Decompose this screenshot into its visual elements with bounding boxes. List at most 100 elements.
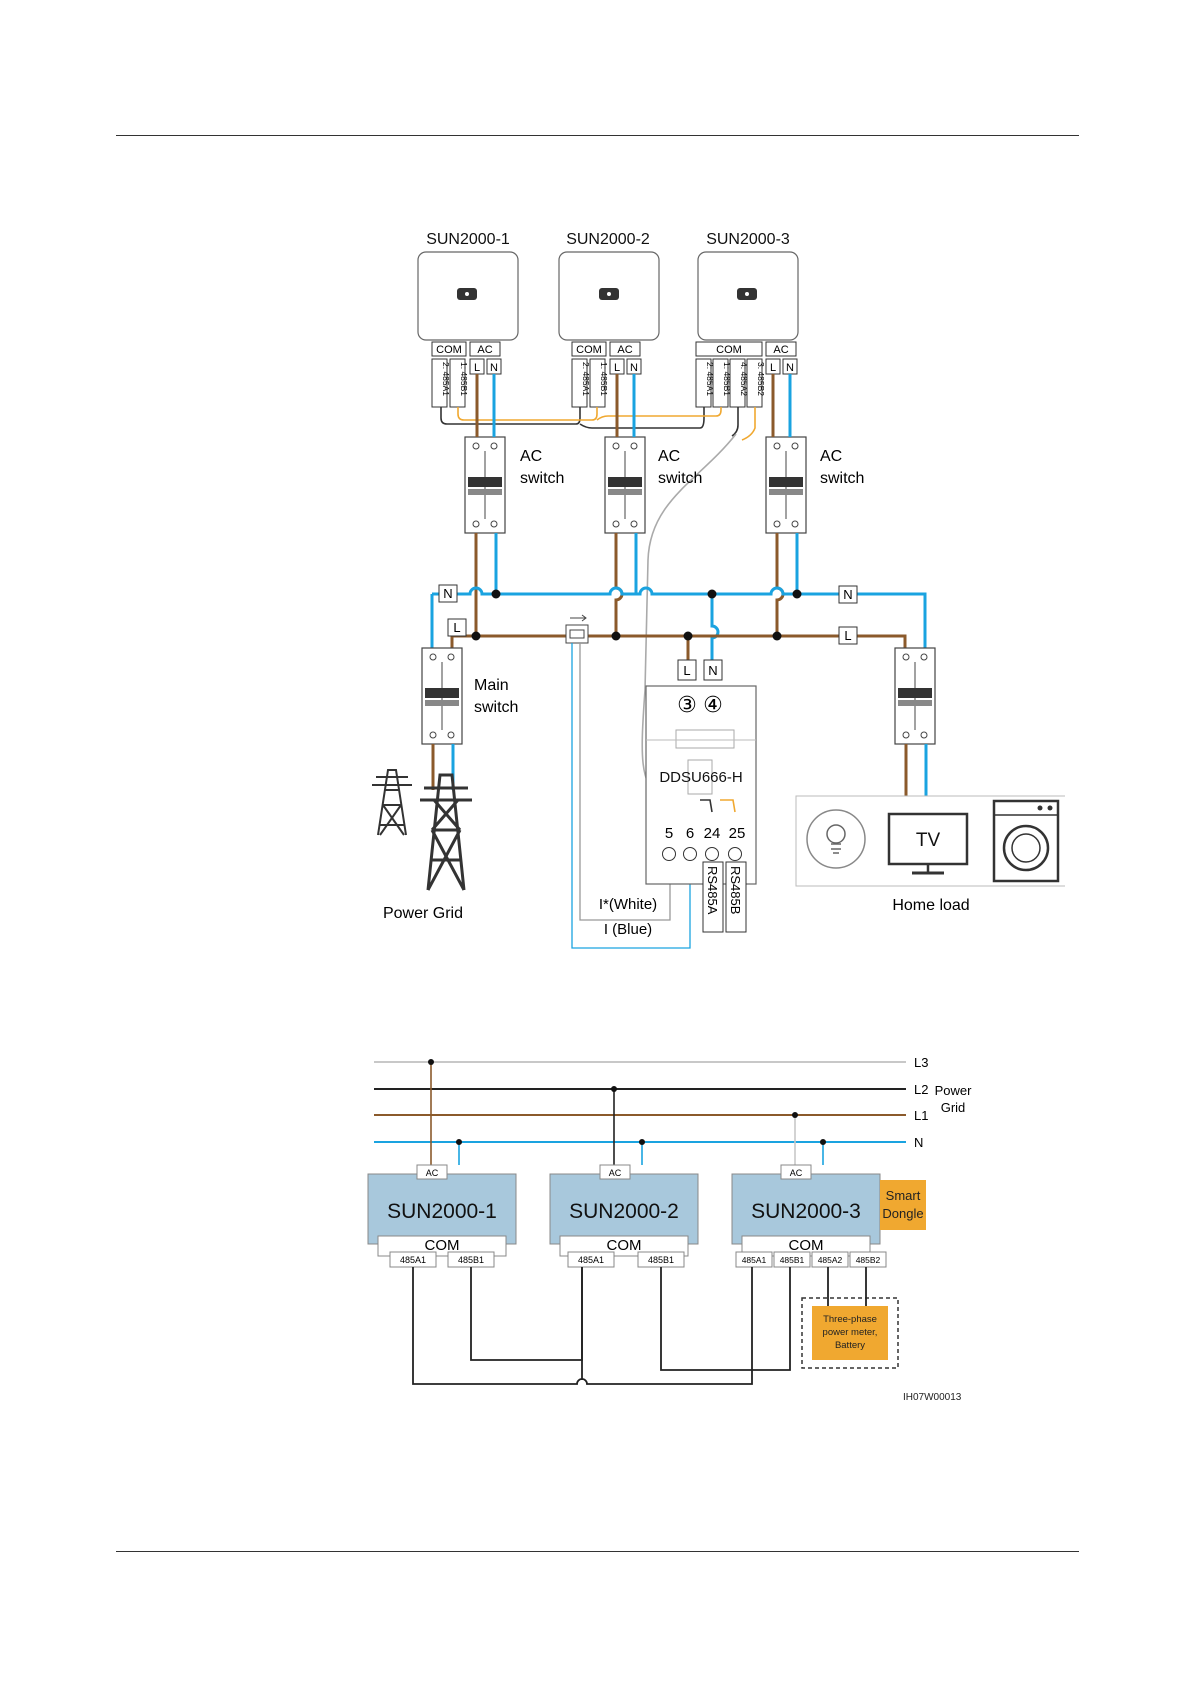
inverter-1-pin-485b1: 1: 485B1 [459, 362, 469, 396]
drop-junctions [428, 1059, 826, 1145]
footer-rule [116, 1551, 1079, 1552]
inverter-3-ac-label: AC [773, 344, 788, 356]
ct-wires [571, 643, 691, 949]
inverter-2-ac-label: AC [617, 344, 632, 356]
tv-label: TV [916, 830, 941, 851]
inverter-3-pin-n: N [786, 362, 794, 374]
ac-switch-2: AC switch [604, 436, 702, 534]
grid-lines [374, 1061, 906, 1143]
cascade-inverter-1-ac: AC [426, 1168, 439, 1178]
inverter-3-pin-485b1: 1: 485B1 [722, 362, 732, 396]
home-load-switch [894, 647, 936, 745]
ac-switch-2-label-line2: switch [658, 470, 702, 487]
home-load-label: Home load [892, 897, 969, 914]
home-load-panel: TV [795, 795, 1065, 887]
meter-terminal-24: 24 [704, 825, 721, 842]
inverter-ac-wires [475, 374, 792, 437]
figure-id-label: IH07W00013 [903, 1392, 962, 1403]
cascade-inverter-3-port-485a2: 485A2 [818, 1255, 843, 1265]
cascade-inverter-3-name: SUN2000-3 [751, 1200, 861, 1223]
inverter-2-com-label: COM [576, 344, 602, 356]
power-grid-icon [372, 769, 472, 891]
meter-battery-label-line1: Three-phase [823, 1314, 877, 1325]
meter-ddsu666-h: L N ③ ④ DDSU666-H 5 6 24 25 [645, 659, 757, 885]
cascade-inverter-3-com: COM [789, 1237, 824, 1254]
ac-switch-2-label-line1: AC [658, 448, 680, 465]
bus-junctions [471, 589, 802, 641]
ac-switch-3: AC switch [765, 436, 864, 534]
wiring-diagram-single-meter: SUN2000-1 SUN2000-2 SUN2000-3 COM AC 2: … [372, 231, 1065, 949]
cascade-inverter-1: AC SUN2000-1 COM 485A1 485B1 [367, 1164, 517, 1268]
ac-switch-3-label-line2: switch [820, 470, 864, 487]
inverter-3-terminals: COM AC 2: 485A1 1: 485B1 4: 485A2 3: 485… [695, 341, 798, 408]
meter-rs485b-tag: RS485B [728, 866, 743, 914]
ac-switch-1-label-line2: switch [520, 470, 564, 487]
inverter-1-pin-n: N [490, 362, 498, 374]
inverter-1-com-label: COM [436, 344, 462, 356]
current-transformer [565, 614, 589, 644]
smart-dongle-label-line1: Smart [886, 1188, 921, 1203]
inverter-1-ac-label: AC [477, 344, 492, 356]
bus-labels: N L N L [438, 584, 858, 645]
meter-rs485a-tag: RS485A [705, 866, 720, 915]
line-label-n: N [914, 1135, 923, 1150]
washing-machine-icon [992, 799, 1060, 883]
ac-drop-wires [430, 1062, 824, 1165]
smart-dongle-label-line2: Dongle [882, 1206, 923, 1221]
inverter-3-pin-485b2: 3: 485B2 [756, 362, 766, 396]
inverter-1-terminals: COM AC 2: 485A1 1: 485B1 L N [431, 341, 502, 408]
ct-white-label: I*(White) [599, 896, 657, 913]
ac-switch-1: AC switch [464, 436, 564, 534]
inverter-3-pin-l: L [770, 362, 776, 374]
meter-battery-box: Three-phase power meter, Battery [801, 1297, 899, 1369]
cascade-inverter-3-port-485a1: 485A1 [742, 1255, 767, 1265]
bus-label-l-right: L [844, 628, 851, 643]
power-grid-label: Power Grid [383, 905, 463, 922]
cascade-inverter-2-port-485b1: 485B1 [648, 1255, 674, 1265]
cascade-inverter-1-port-485a1: 485A1 [400, 1255, 426, 1265]
inverter-1-name: SUN2000-1 [426, 231, 510, 248]
cascade-inverter-2: AC SUN2000-2 COM 485A1 485B1 [549, 1164, 699, 1268]
meter-battery-label-line2: power meter, [823, 1327, 878, 1338]
power-grid-label-line1: Power [935, 1083, 973, 1098]
cascade-inverter-2-port-485a1: 485A1 [578, 1255, 604, 1265]
meter-terminal-25: 25 [729, 825, 746, 842]
cascade-inverter-2-ac: AC [609, 1168, 622, 1178]
inverter-1-pin-485a1: 2: 485A1 [441, 362, 451, 396]
meter-terminal-l: L [683, 663, 690, 678]
grid-feed-wires [431, 744, 455, 790]
tv-icon: TV [887, 812, 969, 875]
inverter-1: SUN2000-1 [417, 231, 519, 341]
inverter-2-pin-n: N [630, 362, 638, 374]
ac-switch-1-label-line1: AC [520, 448, 542, 465]
inverter-3-com-label: COM [716, 344, 742, 356]
cascade-inverter-3-port-485b1: 485B1 [780, 1255, 805, 1265]
cascade-inverter-3: AC SUN2000-3 COM 485A1 485B1 485A2 485B2 [731, 1164, 887, 1268]
ac-switch-3-label-line1: AC [820, 448, 842, 465]
meter-name: DDSU666-H [659, 769, 742, 786]
header-rule [116, 135, 1079, 136]
cascade-inverter-1-port-485b1: 485B1 [458, 1255, 484, 1265]
inverter-3-name: SUN2000-3 [706, 231, 790, 248]
cascade-inverter-1-name: SUN2000-1 [387, 1200, 497, 1223]
ct-blue-label: I (Blue) [604, 921, 652, 938]
smart-dongle: Smart Dongle [880, 1180, 926, 1230]
inverter-3-pin-485a1: 2: 485A1 [705, 362, 715, 396]
meter-rs485-tags: RS485A RS485B [702, 861, 747, 933]
inverter-2-pin-485b1: 1: 485B1 [599, 362, 609, 396]
inverter-3-pin-485a2: 4: 485A2 [739, 362, 749, 396]
cascade-inverter-1-com: COM [425, 1237, 460, 1254]
meter-battery-label-line3: Battery [835, 1340, 865, 1351]
main-switch-label-line1: Main [474, 677, 509, 694]
meter-rs485-wires [700, 799, 736, 813]
line-bus [450, 594, 907, 662]
home-load-wires [904, 744, 928, 796]
neutral-bus [430, 586, 927, 662]
rs485-bus-wiring [412, 1267, 867, 1385]
cascade-inverter-2-com: COM [607, 1237, 642, 1254]
grid-line-labels: L3 L2 L1 N Power Grid [914, 1055, 972, 1150]
cascade-inverter-3-port-485b2: 485B2 [856, 1255, 881, 1265]
meter-terminal-n: N [708, 663, 717, 678]
cascade-inverter-3-ac: AC [790, 1168, 803, 1178]
line-label-l3: L3 [914, 1055, 928, 1070]
